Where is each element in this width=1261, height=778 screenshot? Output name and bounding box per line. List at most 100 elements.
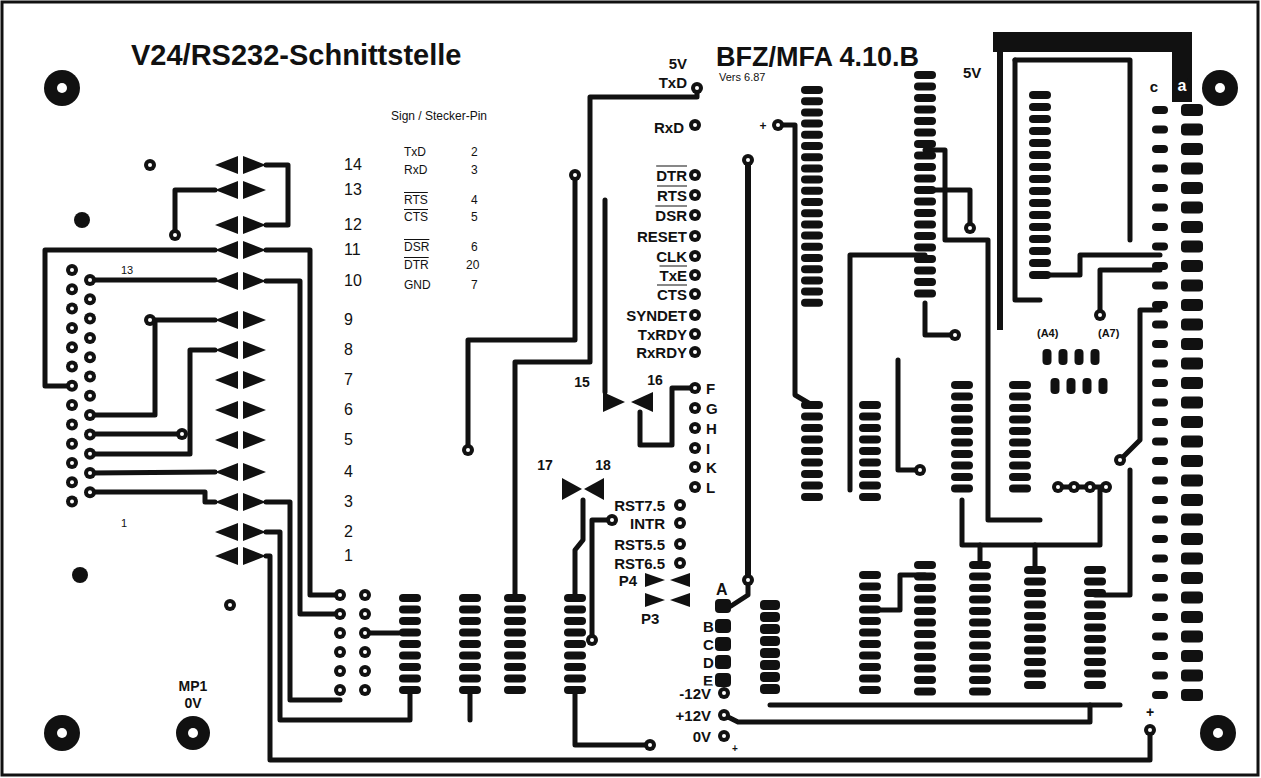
jumper-pad	[215, 493, 238, 511]
copper-trace	[90, 472, 215, 473]
jumper-pad	[215, 311, 238, 329]
copper-trace	[575, 690, 650, 745]
pcb-label: 5	[343, 432, 354, 448]
ic-pad	[801, 142, 823, 150]
solder-pad	[84, 313, 96, 325]
copper-trace	[925, 150, 1040, 520]
solder-pad	[1084, 481, 1096, 493]
ic-pad	[969, 688, 991, 696]
jumper-pad	[243, 181, 266, 199]
copper-trace	[962, 490, 1100, 545]
solder-pad	[1114, 454, 1126, 466]
ic-pad	[1084, 601, 1106, 609]
ic-pad	[1152, 321, 1168, 329]
pcb-label: 2	[470, 146, 479, 158]
ic-pad	[1099, 378, 1108, 394]
ic-pad	[801, 187, 823, 195]
ic-pad	[715, 637, 731, 651]
pcb-label: P4	[618, 573, 638, 588]
ic-pad	[801, 436, 823, 444]
ic-pad	[1181, 280, 1203, 292]
ic-pad	[1152, 477, 1168, 485]
ic-pad	[801, 209, 823, 217]
ic-pad	[399, 652, 421, 660]
jumper-pad	[243, 523, 266, 541]
ic-pad	[801, 120, 823, 128]
ic-pad	[1084, 647, 1106, 655]
pcb-label: 7	[343, 372, 354, 388]
solder-pad	[964, 222, 976, 234]
jumper-pad	[584, 478, 604, 500]
ic-pad	[459, 686, 481, 694]
solder-pad	[66, 399, 78, 411]
pcb-label: BFZ/MFA 4.10.B	[715, 44, 920, 71]
ic-pad	[1051, 378, 1060, 394]
ic-pad	[969, 642, 991, 650]
ic-pad	[914, 596, 936, 604]
ic-pad	[801, 153, 823, 161]
ic-pad	[1152, 262, 1168, 270]
solder-pad	[689, 309, 701, 321]
ic-pad	[399, 606, 421, 614]
ic-pad	[1024, 624, 1046, 632]
pcb-label: RTS	[403, 194, 429, 206]
ic-pad	[914, 573, 936, 581]
ic-pad	[969, 630, 991, 638]
ic-pad	[1084, 635, 1106, 643]
ic-pad	[760, 600, 780, 610]
solder-pad	[84, 467, 96, 479]
solder-pad	[66, 283, 78, 295]
pcb-label: B	[702, 619, 715, 634]
pcb-label: 0V	[183, 696, 202, 710]
ic-pad	[969, 653, 991, 661]
pcb-label: D	[702, 655, 715, 670]
solder-pad	[462, 444, 474, 456]
solder-pad	[689, 402, 701, 414]
ic-pad	[859, 583, 881, 591]
solder-pad	[569, 169, 581, 181]
ic-pad	[969, 596, 991, 604]
ic-pad	[951, 439, 973, 447]
ic-pad	[1181, 377, 1203, 389]
jumper-pad	[243, 493, 266, 511]
ic-pad	[801, 265, 823, 273]
ic-pad	[1181, 104, 1203, 116]
ic-pad	[459, 594, 481, 602]
ic-pad	[1152, 184, 1168, 192]
mounting-hole	[1202, 70, 1238, 106]
pcb-label: 9	[343, 312, 354, 328]
solder-pad	[1100, 481, 1112, 493]
solder-pad	[689, 382, 701, 394]
ic-pad	[760, 624, 780, 634]
ic-pad	[801, 493, 823, 501]
ic-pad	[1029, 223, 1051, 231]
pcb-label: 5V	[962, 65, 982, 80]
ic-pad	[1084, 670, 1106, 678]
ic-pad	[1029, 235, 1051, 243]
solder-pad	[66, 438, 78, 450]
ic-pad	[914, 255, 936, 263]
ic-pad	[1084, 589, 1106, 597]
copper-trace	[90, 320, 215, 415]
ic-pad	[951, 404, 973, 412]
pcb-label: DTR	[655, 168, 688, 183]
ic-pad	[564, 686, 586, 694]
board-title: V24/RS232-Schnittstelle	[130, 41, 462, 70]
ic-pad	[504, 606, 526, 614]
pcb-label: C	[702, 637, 715, 652]
solder-pad	[586, 634, 598, 646]
jumper-pad	[243, 463, 266, 481]
solder-pad	[689, 189, 701, 201]
solder-pad	[334, 589, 346, 601]
pcb-label: 18	[594, 458, 612, 472]
ic-pad	[1152, 594, 1168, 602]
ic-pad	[564, 675, 586, 683]
ic-pad	[914, 198, 936, 206]
solder-pad	[224, 599, 236, 611]
ic-pad	[1009, 462, 1031, 470]
ic-pad	[1152, 613, 1168, 621]
jumper-pad	[243, 401, 266, 419]
ic-pad	[564, 663, 586, 671]
jumper-pad	[243, 241, 266, 259]
pcb-label: 4	[343, 464, 354, 480]
